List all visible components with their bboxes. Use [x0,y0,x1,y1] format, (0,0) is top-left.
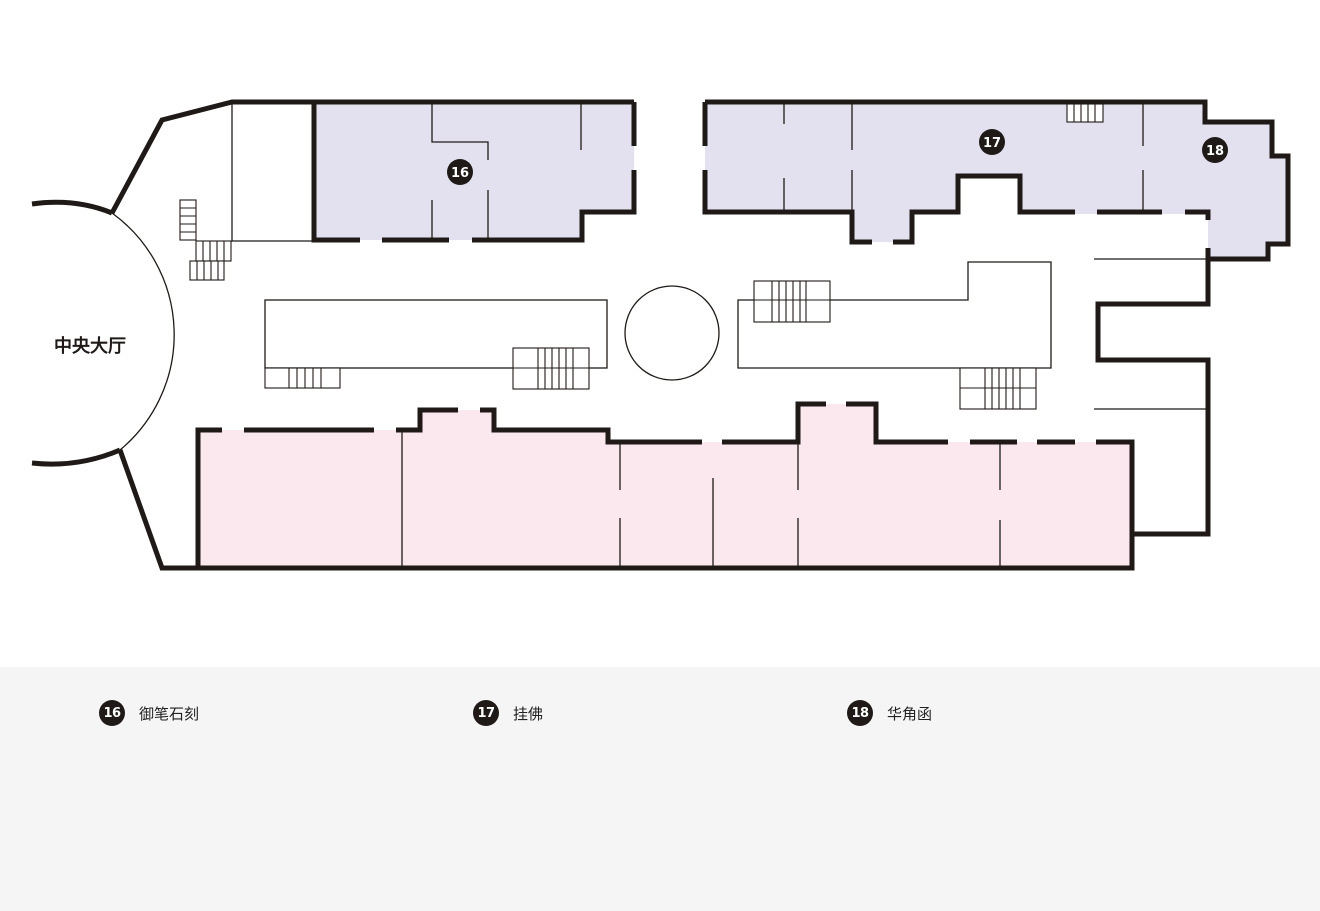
floor-map: 中央大厅 16 17 18 [31,99,1291,571]
central-hall-label: 中央大厅 [54,335,126,357]
floor-plan-svg: 中央大厅 16 17 18 [31,99,1291,571]
marker-16[interactable]: 16 [447,159,473,185]
marker-17-badge [979,129,1005,155]
legend-item-16[interactable]: 16 御笔石刻 [99,700,199,726]
staircases [179,103,1104,410]
zone-16-area[interactable] [314,102,634,240]
legend-item-18[interactable]: 18 华角函 [847,700,932,726]
legend-number-badge: 16 [99,700,125,726]
legend-label: 挂佛 [513,704,544,723]
marker-18-badge [1202,137,1228,163]
outer-walls [31,99,1291,571]
legend-number-badge: 17 [473,700,499,726]
marker-17[interactable]: 17 [979,129,1005,155]
legend-panel: 16 御笔石刻 17 挂佛 18 华角函 [0,667,1320,911]
legend-item-17[interactable]: 17 挂佛 [473,700,543,726]
marker-16-number: 16 [451,166,469,181]
legend-label: 御笔石刻 [139,704,200,723]
marker-18-number: 18 [1206,144,1224,159]
legend-label: 华角函 [887,704,933,723]
marker-17-number: 17 [983,136,1001,151]
marker-18[interactable]: 18 [1202,137,1228,163]
legend-number-badge: 18 [847,700,873,726]
zone-17-18-area[interactable] [705,102,1288,259]
zone-lower-area[interactable] [198,404,1132,568]
marker-16-badge [447,159,473,185]
interior-lines [111,102,1208,568]
